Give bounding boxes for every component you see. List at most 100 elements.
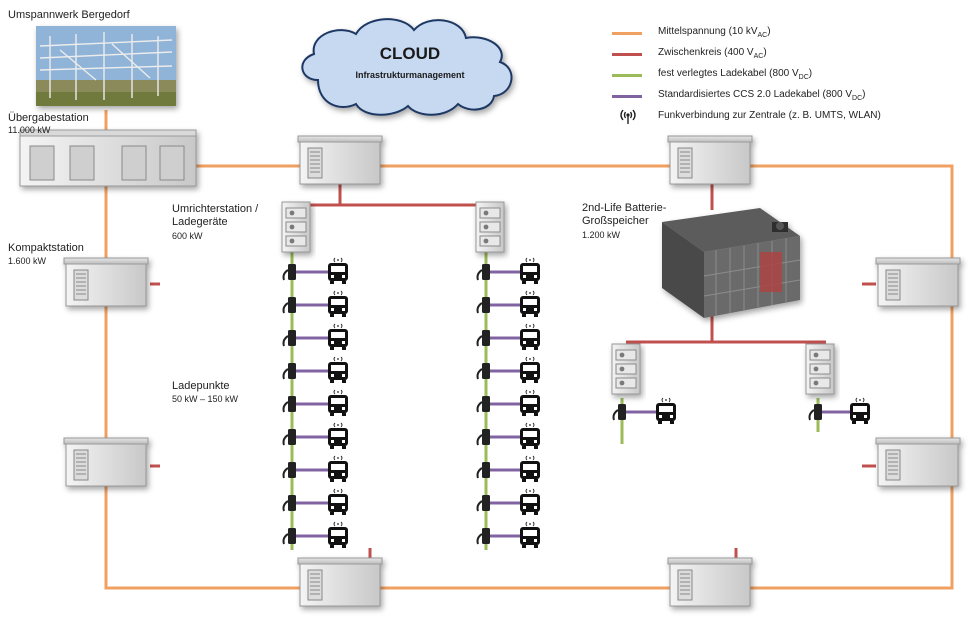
- legend-label-fixed-cable: fest verlegtes Ladekabel (800 VDC): [658, 68, 812, 81]
- charger-icon: [476, 462, 490, 479]
- charger-icon: [476, 264, 490, 281]
- bus-icon: [328, 461, 348, 482]
- radio-antenna-icon: [333, 323, 343, 329]
- transfer-station-power: 11.000 kW: [8, 125, 51, 135]
- radio-antenna-icon: [525, 488, 535, 494]
- converter-cabinet: [281, 201, 311, 253]
- charger-icon: [476, 495, 490, 512]
- radio-antenna-icon: [525, 257, 535, 263]
- legend-label-sub: DC: [852, 95, 863, 102]
- charger-icon: [282, 528, 296, 545]
- charger-icon: [476, 429, 490, 446]
- legend-label-main: fest verlegtes Ladekabel (800 V: [658, 68, 799, 79]
- legend-label-main: Funkverbindung zur Zentrale (z. B. UMTS,…: [658, 110, 881, 121]
- bus-icon: [520, 263, 540, 284]
- converter-cabinet: [611, 343, 641, 395]
- compact-stations: [63, 135, 961, 607]
- battery-title-line1: 2nd-Life Batterie-: [582, 202, 667, 214]
- compact-station: [63, 437, 149, 487]
- legend-swatch-ccs-cable: [612, 95, 642, 98]
- radio-antenna-icon: [333, 356, 343, 362]
- legend-label-sub: AC: [753, 53, 764, 60]
- bus-icon: [328, 329, 348, 350]
- bus-icon: [328, 428, 348, 449]
- radio-antenna-icon: [525, 356, 535, 362]
- legend-swatch-dc-link: [612, 53, 642, 56]
- legend-label-main: Zwischenkreis (400 V: [658, 47, 754, 58]
- legend-label-tail: ): [808, 68, 813, 79]
- radio-antenna-icon: [618, 108, 638, 127]
- bus-icon: [328, 362, 348, 383]
- charger-icon: [476, 297, 490, 314]
- bus-icon: [520, 395, 540, 416]
- charger-icon: [282, 297, 296, 314]
- converter-station-title-line2: Ladegeräte: [172, 216, 228, 228]
- bus-icon: [328, 494, 348, 515]
- radio-antenna-icon: [333, 257, 343, 263]
- legend-label-main: Standardisiertes CCS 2.0 Ladekabel (800 …: [658, 89, 853, 100]
- compact-station: [297, 135, 383, 185]
- charger-icon: [282, 396, 296, 413]
- radio-antenna-icon: [525, 455, 535, 461]
- substation-title: Umspannwerk Bergedorf: [8, 9, 130, 21]
- ccs-cables: [296, 270, 850, 538]
- cloud-title: CLOUD: [379, 44, 441, 63]
- legend-label-main: Mittelspannung (10 kV: [658, 26, 758, 37]
- charger-icon: [282, 264, 296, 281]
- battery-title-line2: Großspeicher: [582, 215, 649, 227]
- charge-points-power: 50 kW – 150 kW: [172, 394, 239, 404]
- radio-antenna-icon: [333, 455, 343, 461]
- legend-label-medium-voltage: Mittelspannung (10 kVAC): [658, 26, 771, 39]
- compact-station: [875, 437, 961, 487]
- charger-icon: [282, 330, 296, 347]
- charger-icon: [282, 462, 296, 479]
- bus-icon: [520, 296, 540, 317]
- bus-icon: [328, 296, 348, 317]
- bus-icon: [328, 395, 348, 416]
- radio-antenna-icon: [333, 389, 343, 395]
- legend-label-dc-link: Zwischenkreis (400 VAC): [658, 47, 767, 60]
- charger-icon: [476, 330, 490, 347]
- bus-icon: [520, 362, 540, 383]
- compact-station: [875, 257, 961, 307]
- transfer-station-building: [19, 129, 197, 187]
- radio-antenna-icon: [333, 488, 343, 494]
- radio-antenna-icon: [525, 290, 535, 296]
- charging-points: [282, 257, 870, 548]
- radio-antenna-icon: [525, 521, 535, 527]
- legend-label-ccs-cable: Standardisiertes CCS 2.0 Ladekabel (800 …: [658, 89, 865, 102]
- transfer-station-title: Übergabestation: [8, 112, 89, 124]
- legend-label-sub: AC: [757, 32, 768, 39]
- compact-station: [667, 557, 753, 607]
- bus-icon: [850, 403, 870, 424]
- bus-icon: [328, 263, 348, 284]
- charger-icon: [282, 429, 296, 446]
- battery-power: 1.200 kW: [582, 230, 621, 240]
- legend-swatch-fixed-cable: [612, 74, 642, 77]
- legend-swatch-medium-voltage: [612, 32, 642, 35]
- bus-icon: [520, 527, 540, 548]
- charger-icon: [282, 495, 296, 512]
- charger-icon: [476, 396, 490, 413]
- legend-label-sub: DC: [798, 74, 809, 81]
- radio-antenna-icon: [333, 521, 343, 527]
- radio-antenna-icon: [855, 397, 865, 403]
- charger-icon: [808, 404, 822, 421]
- bus-icon: [520, 428, 540, 449]
- bus-icon: [656, 403, 676, 424]
- converter-station-title-line1: Umrichterstation /: [172, 203, 259, 215]
- radio-antenna-icon: [525, 323, 535, 329]
- bus-icon: [520, 461, 540, 482]
- cloud-subtitle: Infrastrukturmanagement: [355, 70, 465, 80]
- converter-cabinet: [475, 201, 505, 253]
- compact-station: [297, 557, 383, 607]
- radio-antenna-icon: [525, 389, 535, 395]
- legend-label-radio: Funkverbindung zur Zentrale (z. B. UMTS,…: [658, 110, 881, 121]
- legend-label-tail: ): [767, 26, 771, 37]
- radio-antenna-icon: [525, 422, 535, 428]
- bus-icon: [520, 329, 540, 350]
- charger-icon: [612, 404, 626, 421]
- compact-station-power: 1.600 kW: [8, 256, 47, 266]
- converter-cabinet: [805, 343, 835, 395]
- radio-antenna-icon: [333, 290, 343, 296]
